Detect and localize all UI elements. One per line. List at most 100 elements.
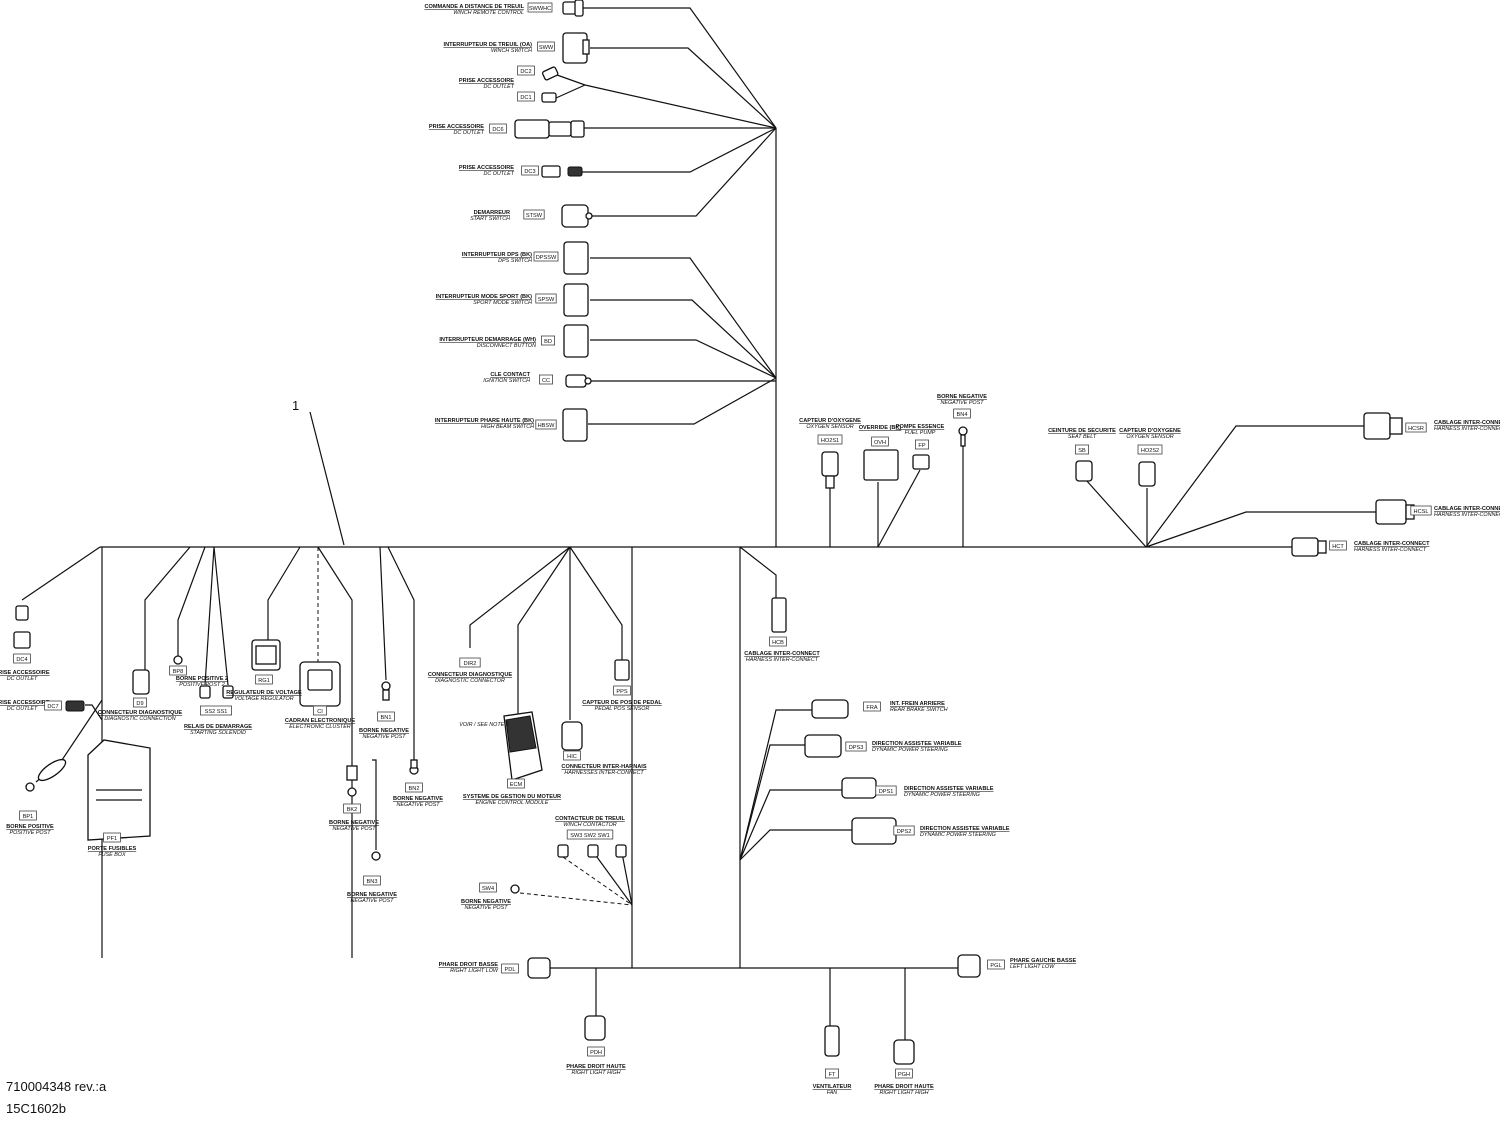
label-fr: PHARE GAUCHE BASSE <box>1010 958 1076 964</box>
label-fr: CABLAGE INTER-CONNECT <box>1434 506 1500 512</box>
label-en: HARNESS INTER-CONNECT <box>1354 547 1427 553</box>
code-box <box>537 41 555 52</box>
label-en: FUEL PUMP <box>905 430 936 436</box>
harness-connector-icon <box>561 721 583 751</box>
rocker-switch-icon <box>563 241 589 275</box>
plug-connector-icon <box>1075 460 1093 482</box>
label-en: NEGATIVE POST <box>940 400 984 406</box>
module-icon <box>863 449 899 481</box>
component-code: HO2S2 <box>1141 448 1159 454</box>
component-code: FRA <box>866 705 877 711</box>
code-box <box>517 91 535 102</box>
ring-terminal-icon <box>25 758 67 792</box>
label-en: WINCH CONTACTOR <box>563 822 617 828</box>
component-code: HCB <box>772 640 784 646</box>
component-code: BD <box>544 339 552 345</box>
code-box <box>539 374 554 385</box>
component-code: BN4 <box>957 412 968 418</box>
component-code: CC <box>542 378 550 384</box>
component-code: DPS1 <box>879 789 894 795</box>
component-code: PDH <box>590 1050 602 1056</box>
code-box <box>817 434 843 445</box>
label-fr: DEMARREUR <box>474 210 510 216</box>
label-en: LEFT LIGHT LOW <box>1010 964 1055 970</box>
plug-connector-icon <box>824 1025 840 1057</box>
label-fr: VENTILATEUR <box>813 1084 852 1090</box>
label-en: HARNESS INTER-CONNECT <box>746 657 819 663</box>
rocker-switch-icon <box>563 283 589 317</box>
plug-connector-icon <box>541 165 583 178</box>
ring-terminal-icon <box>381 681 391 701</box>
component-code: FP <box>918 443 925 449</box>
wires <box>21 7 1376 1040</box>
plug-connector-icon <box>541 92 557 103</box>
component-code: D9 <box>136 701 143 707</box>
label-fr: INT. FREIN ARRIERE <box>890 701 945 707</box>
label-en: POSITIVE POST <box>9 830 51 836</box>
ring-terminal-icon <box>173 655 183 665</box>
code-box <box>587 1046 605 1057</box>
component-code: DPS3 <box>849 745 864 751</box>
label-en: START SWITCH <box>470 216 510 222</box>
code-box <box>169 665 187 676</box>
code-box <box>533 251 559 262</box>
plug-connector-icon <box>514 119 585 139</box>
component-code: DPSSW <box>536 255 557 261</box>
component-code: BN1 <box>381 715 392 721</box>
code-box <box>875 785 897 796</box>
label-en: DIAGNOSTIC CONNECTION <box>104 716 175 722</box>
label-fr: PORTE FUSIBLES <box>88 846 137 852</box>
label-en: NEGATIVE POST <box>464 905 508 911</box>
label-en: HARNESS INTER-CONNECT <box>1434 426 1500 432</box>
label-fr: INTERRUPTEUR DEMARRAGE (WH) <box>439 337 536 343</box>
component-code: PDL <box>505 967 516 973</box>
component-code: HIC <box>567 754 577 760</box>
code-box <box>863 701 881 712</box>
headlight-connector-icon <box>527 957 551 979</box>
label-fr: CEINTURE DE SECURITE <box>1048 428 1116 434</box>
component-code: SW4 <box>482 886 494 892</box>
code-box <box>199 705 232 716</box>
label-en: DYNAMIC POWER STEERING <box>904 792 980 798</box>
label-fr: REGULATEUR DE VOLTAGE <box>226 690 302 696</box>
drawing-code: 15C1602b <box>6 1101 66 1116</box>
label-en: WINCH REMOTE CONTROL <box>453 10 524 16</box>
code-box <box>1405 422 1427 433</box>
label-en: NEGATIVE POST <box>332 826 376 832</box>
code-box <box>19 810 37 821</box>
sensor-icon <box>1138 461 1156 487</box>
ring-terminal-icon <box>958 426 968 447</box>
label-en: OXYGEN SENSOR <box>1126 434 1173 440</box>
plug-connector-icon <box>841 777 877 799</box>
label-fr: OVERRIDE (BK) <box>859 425 902 431</box>
label-en: DISCONNECT BUTTON <box>477 343 536 349</box>
label-dc-outlet-dc1: DC1 <box>517 91 535 102</box>
plug-connector-icon <box>65 700 85 712</box>
component-code: SPSW <box>538 297 555 303</box>
component-code: HCSL <box>1414 509 1429 515</box>
label-fr: POMPE ESSENCE <box>896 424 945 430</box>
label-high-beam-switch: INTERRUPTEUR PHARE HAUTE (BK)HIGH BEAM S… <box>435 418 557 430</box>
label-fr: PRISE ACCESSOIRE <box>459 78 514 84</box>
component-code: BN2 <box>409 786 420 792</box>
code-box <box>987 959 1005 970</box>
component-code: BP1 <box>23 814 34 820</box>
code-box <box>501 963 519 974</box>
label-fr: CAPTEUR DE POS DE PEDAL <box>582 700 662 706</box>
code-box <box>1075 444 1090 455</box>
